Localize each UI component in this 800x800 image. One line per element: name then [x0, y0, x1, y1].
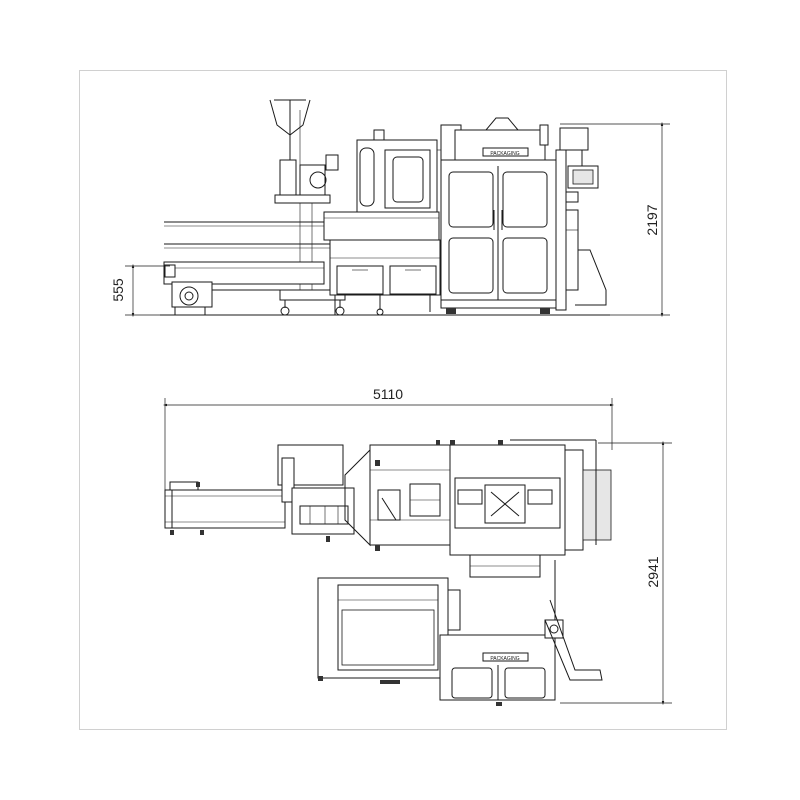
- top-plan-view: 5110: [162, 386, 672, 706]
- control-panel: [555, 127, 607, 311]
- main-cabinet: PACKAGING: [440, 117, 557, 314]
- conveyor-rails: [163, 221, 335, 315]
- sewing-table: [323, 211, 441, 316]
- nameplate-lower: PACKAGING: [490, 656, 519, 662]
- upper-cabinet: [356, 129, 445, 213]
- dimension-label-base-height: 555: [110, 278, 126, 302]
- dimension-label-width: 2941: [645, 556, 661, 587]
- bag-holder-stand: [269, 99, 339, 300]
- plan-bottom-cabinet: PACKAGING: [439, 560, 603, 706]
- plan-transfer-section: [344, 440, 451, 551]
- side-elevation-view: PACKAGING: [110, 99, 670, 318]
- dimension-5110: 5110: [162, 386, 615, 490]
- plan-main-body: [449, 439, 612, 578]
- plan-sewing-unit: [277, 444, 355, 542]
- dimension-2941: 2941: [560, 440, 672, 706]
- dimension-label-length: 5110: [373, 386, 403, 402]
- drawing-frame: [79, 70, 727, 730]
- nameplate-upper: PACKAGING: [490, 151, 519, 157]
- dimension-555: 555: [110, 263, 170, 318]
- plan-pallet-area: [317, 577, 461, 684]
- dimension-label-height: 2197: [644, 204, 660, 235]
- dimension-2197: 2197: [560, 121, 670, 318]
- plan-conveyor: [164, 481, 286, 535]
